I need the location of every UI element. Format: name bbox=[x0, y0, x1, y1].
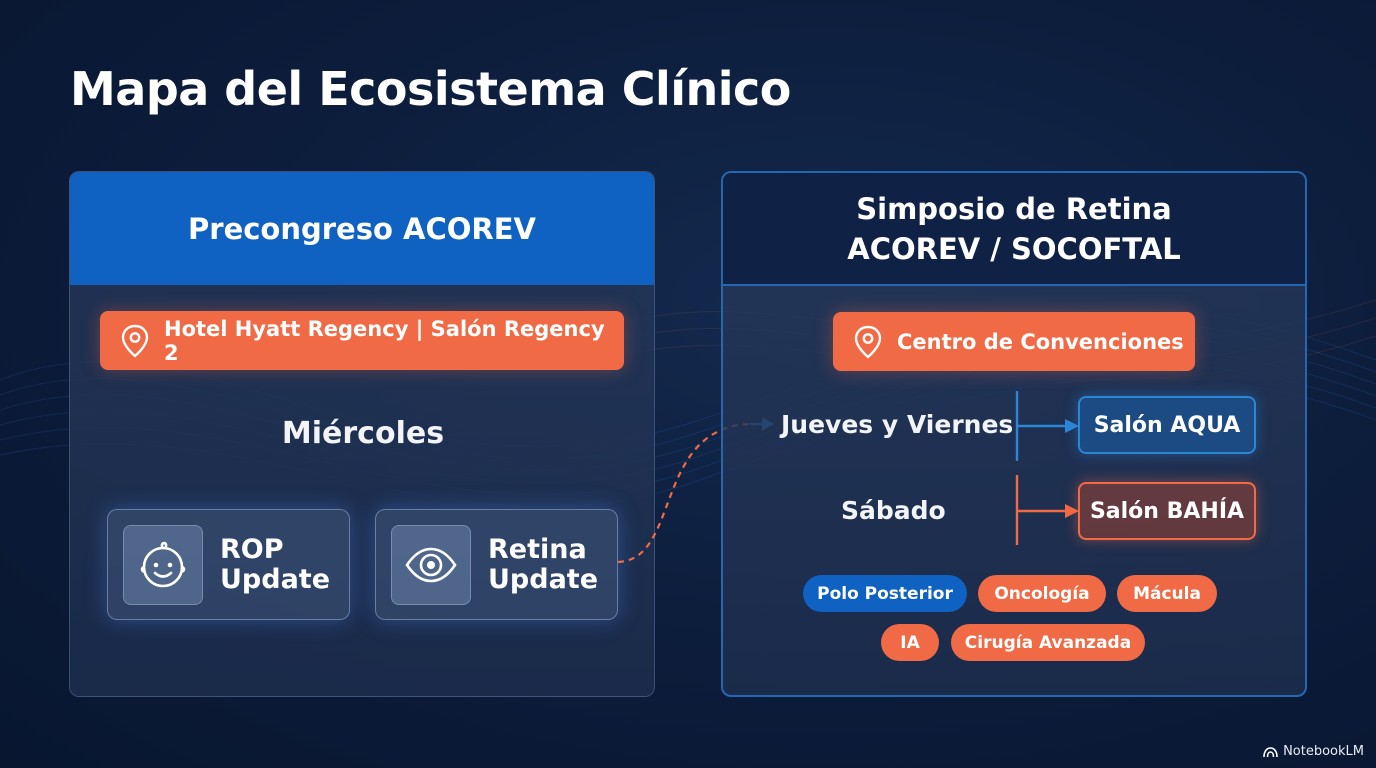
precongress-day: Miércoles bbox=[281, 416, 445, 451]
rop-update-line1: ROP bbox=[220, 533, 284, 565]
brand-text: NotebookLM bbox=[1283, 744, 1364, 759]
retina-update-label: Retina Update bbox=[488, 533, 599, 595]
retina-update-line1: Retina bbox=[488, 533, 587, 565]
tag-ia: IA bbox=[881, 624, 939, 661]
page-title: Mapa del Ecosistema Clínico bbox=[70, 62, 791, 116]
precongress-location: Hotel Hyatt Regency | Salón Regency 2 bbox=[100, 311, 624, 370]
symposium-header-line1: Simposio de Retina bbox=[856, 191, 1172, 226]
precongress-header: Precongreso ACOREV bbox=[70, 172, 654, 285]
symposium-header: Simposio de Retina ACOREV / SOCOFTAL bbox=[723, 173, 1305, 286]
room-aqua: Salón AQUA bbox=[1078, 396, 1256, 454]
connector-arrow-blue bbox=[1015, 391, 1079, 461]
symposium-header-line2: ACOREV / SOCOFTAL bbox=[847, 231, 1181, 266]
rop-icon-box bbox=[123, 524, 203, 605]
retina-icon-box bbox=[391, 524, 471, 605]
eye-icon bbox=[405, 547, 457, 582]
symposium-panel: Simposio de Retina ACOREV / SOCOFTAL Cen… bbox=[721, 171, 1307, 697]
notebooklm-icon bbox=[1263, 746, 1278, 757]
retina-update-line2: Update bbox=[488, 563, 599, 595]
precongress-panel: Precongreso ACOREV Hotel Hyatt Regency |… bbox=[69, 171, 655, 697]
tag-macula: Mácula bbox=[1117, 575, 1217, 612]
baby-face-icon bbox=[140, 541, 186, 587]
symposium-location-text: Centro de Convenciones bbox=[897, 329, 1184, 354]
rop-update-card: ROP Update bbox=[107, 509, 350, 620]
rop-update-label: ROP Update bbox=[220, 533, 331, 595]
precongress-location-text: Hotel Hyatt Regency | Salón Regency 2 bbox=[164, 316, 605, 365]
tag-polo-posterior: Polo Posterior bbox=[803, 575, 967, 612]
notebooklm-brand: NotebookLM bbox=[1263, 744, 1364, 759]
connector-arrow-orange bbox=[1015, 475, 1079, 545]
rop-update-line2: Update bbox=[220, 563, 331, 595]
tag-oncologia: Oncología bbox=[978, 575, 1106, 612]
map-pin-icon bbox=[854, 325, 882, 359]
schedule-day-thu-fri: Jueves y Viernes bbox=[781, 410, 1014, 439]
schedule-day-saturday: Sábado bbox=[841, 496, 946, 525]
room-bahia: Salón BAHÍA bbox=[1078, 482, 1256, 540]
retina-update-card: Retina Update bbox=[375, 509, 618, 620]
map-pin-icon bbox=[121, 324, 149, 358]
tag-cirugia-avanzada: Cirugía Avanzada bbox=[951, 624, 1145, 661]
symposium-location: Centro de Convenciones bbox=[833, 312, 1195, 371]
